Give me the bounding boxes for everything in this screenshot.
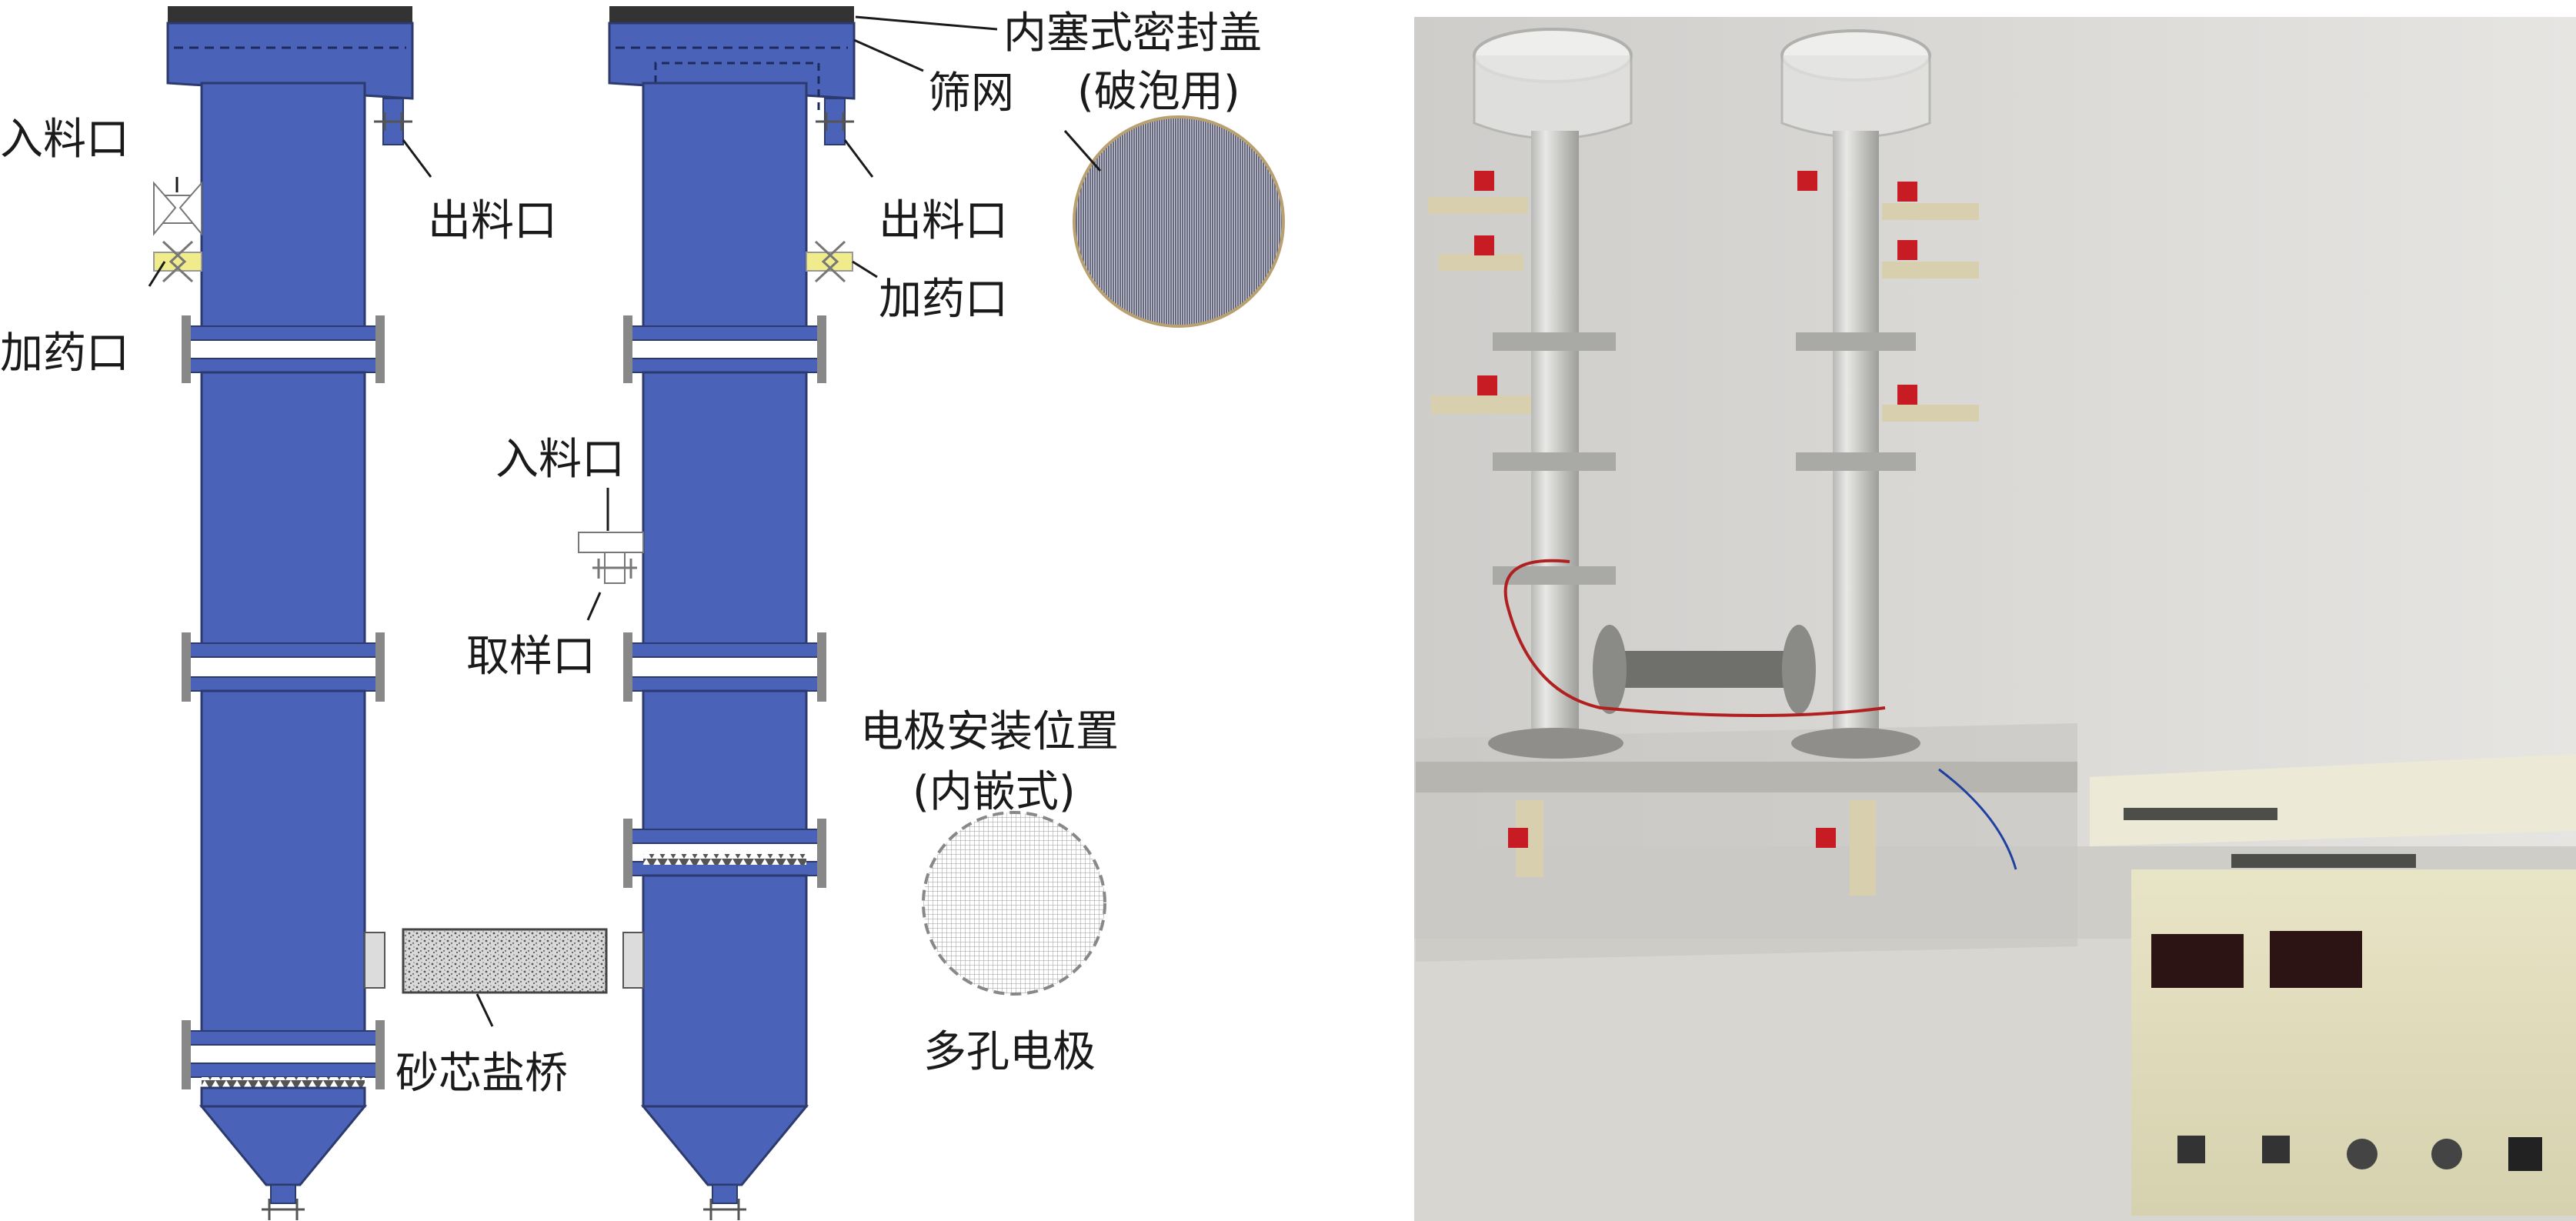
right-dosing-port [806, 240, 853, 283]
left-inlet-label: 入料口 [0, 115, 129, 165]
left-dosing-port [153, 240, 202, 283]
left-flange-3 [182, 1020, 385, 1089]
right-outlet-label: 出料口 [879, 196, 1008, 246]
right-dosing-label: 加药口 [879, 275, 1008, 325]
left-flange-2 [182, 632, 385, 702]
left-cone [199, 1105, 368, 1186]
seal-cap-note: (破泡用) [1077, 67, 1240, 117]
salt-bridge [402, 928, 608, 994]
right-cap-plate [609, 6, 854, 23]
right-cap-body [608, 22, 856, 100]
right-column [578, 6, 856, 1220]
right-cone [640, 1105, 809, 1186]
salt-bridge-label: 砂芯盐桥 [395, 1049, 568, 1099]
left-flange-1 [182, 315, 385, 383]
left-inlet-valve [153, 181, 202, 236]
left-cap-body [166, 22, 414, 100]
porous-electrode-detail [922, 811, 1106, 996]
left-dosing-label: 加药口 [0, 329, 129, 379]
electrode-position-label: 电极安装位置 [860, 707, 1119, 757]
screen-mesh-detail [1073, 115, 1285, 328]
left-column-body [200, 82, 366, 339]
left-column [153, 6, 414, 1220]
leader-lines [148, 15, 1102, 1027]
electrode-position-note: (内嵌式) [913, 767, 1076, 817]
screen-label: 筛网 [928, 68, 1014, 118]
right-inlet-label: 入料口 [496, 435, 625, 485]
right-flange-2 [623, 632, 826, 702]
seal-cap-label: 内塞式密封盖 [1003, 8, 1262, 58]
sampling-port-label: 取样口 [466, 632, 596, 682]
left-outlet-label: 出料口 [428, 196, 557, 246]
left-cap-plate [168, 6, 412, 23]
right-flange-3 [623, 819, 826, 888]
right-flange-1 [623, 315, 826, 383]
right-inlet-valve [578, 532, 644, 584]
porous-electrode-label: 多孔电极 [923, 1027, 1096, 1077]
